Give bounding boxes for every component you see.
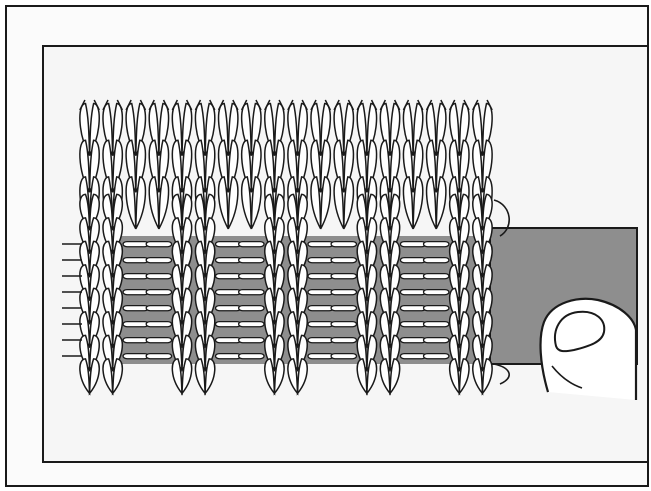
yarn-bar xyxy=(146,306,171,311)
yarn-bar xyxy=(123,274,148,279)
yarn-bar xyxy=(216,338,241,343)
hand-icon xyxy=(541,299,636,400)
yarn-bar xyxy=(239,306,264,311)
yarn-bar xyxy=(216,322,241,327)
yarn-bar xyxy=(123,322,148,327)
yarn-bar xyxy=(308,322,333,327)
yarn-bar xyxy=(331,354,356,359)
yarn-bar xyxy=(123,290,148,295)
yarn-bar xyxy=(123,306,148,311)
yarn-bar xyxy=(239,274,264,279)
yarn-bar xyxy=(216,274,241,279)
yarn-bar xyxy=(331,258,356,263)
yarn-bar xyxy=(146,354,171,359)
yarn-bar xyxy=(424,306,449,311)
yarn-bar xyxy=(308,258,333,263)
yarn-bar xyxy=(424,290,449,295)
yarn-bar xyxy=(239,258,264,263)
yarn-bar xyxy=(424,338,449,343)
yarn-bar xyxy=(123,242,148,247)
yarn-bar xyxy=(400,290,425,295)
yarn-bar xyxy=(123,338,148,343)
yarn-bar xyxy=(308,242,333,247)
yarn-bar xyxy=(400,354,425,359)
yarn-bar xyxy=(123,354,148,359)
yarn-bar xyxy=(331,338,356,343)
yarn-bar xyxy=(308,274,333,279)
yarn-bar xyxy=(424,274,449,279)
yarn-bar xyxy=(216,242,241,247)
yarn-bar xyxy=(146,258,171,263)
yarn-bar xyxy=(331,290,356,295)
yarn-bar xyxy=(146,338,171,343)
yarn-bar xyxy=(146,242,171,247)
yarn-bar xyxy=(400,306,425,311)
yarn-bar xyxy=(239,290,264,295)
yarn-bar xyxy=(239,242,264,247)
yarn-bar xyxy=(239,338,264,343)
yarn-bar xyxy=(331,274,356,279)
yarn-bar xyxy=(308,306,333,311)
yarn-bar xyxy=(424,258,449,263)
yarn-bar xyxy=(424,242,449,247)
yarn-bar xyxy=(331,242,356,247)
yarn-bar xyxy=(424,322,449,327)
yarn-bar xyxy=(216,306,241,311)
yarn-bar xyxy=(239,354,264,359)
yarn-bar xyxy=(216,354,241,359)
yarn-bar xyxy=(146,274,171,279)
yarn-bar xyxy=(216,290,241,295)
yarn-bar xyxy=(146,290,171,295)
yarn-bar xyxy=(123,258,148,263)
yarn-bar xyxy=(308,354,333,359)
yarn-bar xyxy=(331,306,356,311)
yarn-bar xyxy=(400,338,425,343)
yarn-bar xyxy=(146,322,171,327)
yarn-bar xyxy=(331,322,356,327)
yarn-bar xyxy=(216,258,241,263)
yarn-bar xyxy=(239,322,264,327)
yarn-bar xyxy=(400,322,425,327)
yarn-bar xyxy=(400,242,425,247)
yarn-bar xyxy=(424,354,449,359)
yarn-bar xyxy=(308,290,333,295)
yarn-bar xyxy=(400,274,425,279)
yarn-bar xyxy=(308,338,333,343)
yarn-bar xyxy=(400,258,425,263)
